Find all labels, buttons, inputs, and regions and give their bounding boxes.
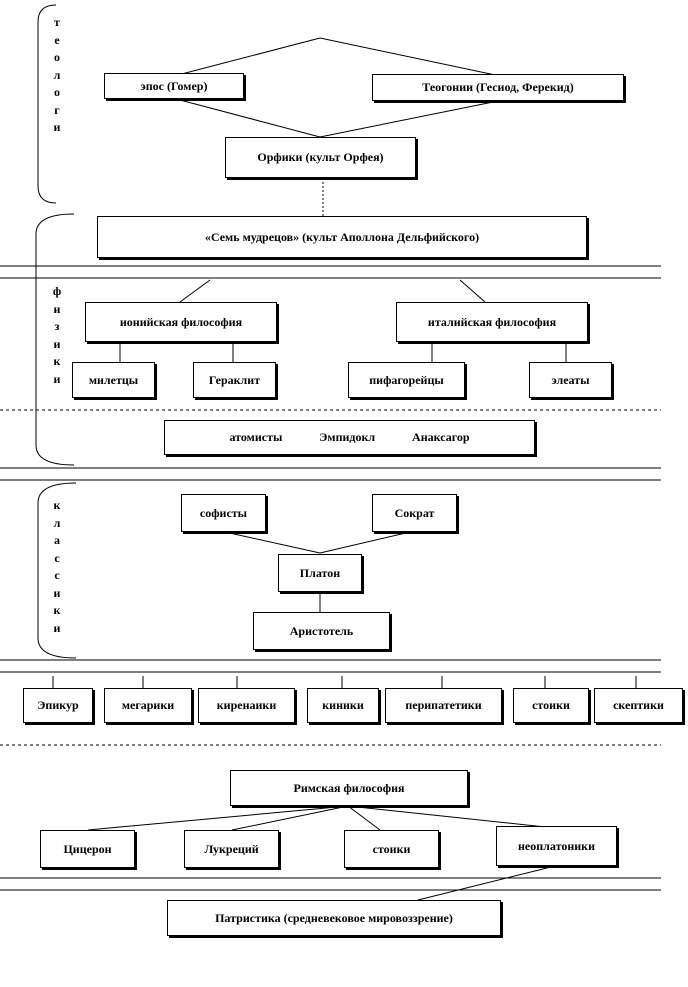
node-sophists: софисты (181, 494, 266, 532)
line-epos-orphics (179, 99, 321, 138)
section-letter: и (53, 336, 61, 351)
line-top-left (173, 37, 321, 77)
node-lucretius: Лукреций (184, 830, 279, 868)
node-epos: эпос (Гомер) (104, 73, 244, 99)
node-theogony: Теогонии (Гесиод, Ферекид) (372, 74, 624, 101)
section-letter: о (54, 50, 60, 64)
node-patristics: Патристика (средневековое мировоззрение) (167, 900, 501, 936)
pluralist-anaxagoras: Анаксагор (412, 430, 470, 444)
section-letter: с (54, 568, 60, 582)
section-letter: к (53, 498, 61, 512)
node-heraclitus: Гераклит (193, 362, 276, 398)
separator-double-2 (0, 467, 661, 481)
line-roman-neoplatonists (347, 805, 556, 829)
line-neoplatonists-patristics (417, 865, 556, 901)
section-letter: з (54, 319, 60, 333)
node-neoplatonists: неоплатоники (496, 826, 617, 866)
line-split-right (459, 279, 486, 303)
school-cyrenaics: киренаики (198, 688, 295, 723)
node-ionian: ионийская философия (85, 302, 277, 342)
section-letter: и (53, 585, 61, 600)
line-sophists-plato (224, 531, 321, 554)
school-stoics: стоики (513, 688, 589, 723)
section-letter: и (53, 120, 61, 134)
brace-theologians (37, 4, 57, 204)
brace-physicists (35, 213, 75, 466)
node-eleatics: элеаты (529, 362, 612, 398)
node-milesians: милетцы (72, 362, 155, 398)
section-letter: г (54, 102, 60, 117)
line-roman-lucretius (231, 805, 349, 831)
school-skeptics: скептики (594, 688, 683, 723)
node-roman-stoics: стоики (344, 830, 439, 868)
node-pythagoreans: пифагорейцы (348, 362, 465, 398)
school-peripatetics: перипатетики (385, 688, 502, 723)
section-letter: е (54, 32, 60, 47)
node-cicero: Цицерон (40, 830, 135, 868)
school-epicurus: Эпикур (23, 688, 93, 723)
line-top-right (319, 37, 501, 77)
hellenistic-links (52, 676, 637, 690)
section-letter: л (53, 515, 61, 530)
line-roman-cicero (87, 805, 349, 831)
line-split-left (179, 279, 211, 303)
section-letter: к (53, 603, 61, 617)
node-socrates: Сократ (372, 494, 457, 532)
brace-classics (37, 482, 77, 659)
section-letter: л (53, 67, 61, 82)
node-aristotle: Аристотель (253, 612, 390, 650)
section-letter: и (53, 620, 61, 635)
section-letter: к (53, 354, 61, 368)
node-roman: Римская философия (230, 770, 468, 806)
section-letter: и (53, 371, 61, 386)
node-pluralists: атомисты Эмпидокл Анаксагор (164, 420, 535, 455)
section-letter: т (54, 15, 60, 29)
section-letter: о (54, 85, 60, 99)
pluralist-atomists: атомисты (229, 430, 283, 444)
section-letter: и (53, 301, 61, 316)
section-letter: ф (52, 284, 62, 298)
line-roman-stoics (347, 805, 381, 831)
separator-double-3 (0, 659, 661, 673)
separator-double-4 (0, 877, 661, 891)
school-megarians: мегарики (104, 688, 192, 723)
node-plato: Платон (278, 554, 362, 592)
section-letter: с (54, 550, 60, 565)
node-seven-sages: «Семь мудрецов» (культ Аполлона Дельфийс… (97, 216, 587, 258)
node-orphics: Орфики (культ Орфея) (225, 137, 416, 178)
node-italian: италийская философия (396, 302, 588, 342)
school-cynics: киники (307, 688, 379, 723)
line-theogony-orphics (319, 100, 499, 138)
line-socrates-plato (319, 531, 411, 554)
separator-double-1 (0, 265, 661, 279)
section-letter: а (54, 533, 60, 547)
pluralist-empedocles: Эмпидокл (319, 430, 376, 444)
